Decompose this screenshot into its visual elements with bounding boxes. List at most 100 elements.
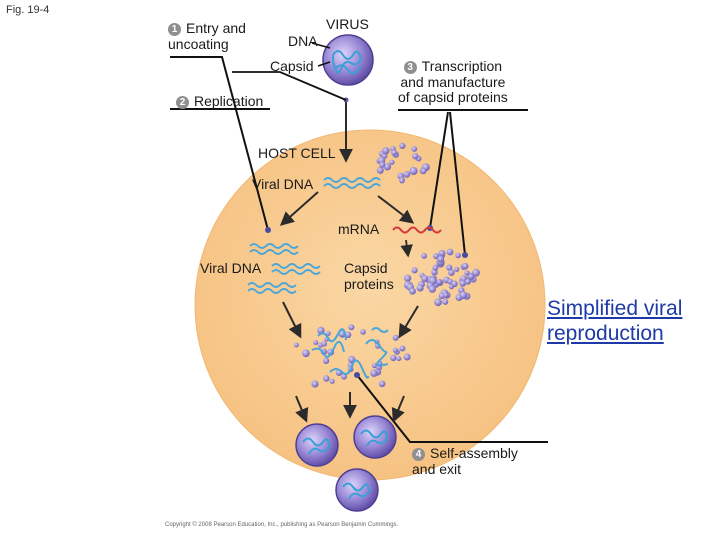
capsid-protein-cluster-top <box>376 142 430 184</box>
leader-line-dna <box>311 42 331 49</box>
mrna-label: mRNA <box>338 221 380 237</box>
capsomere-dot <box>420 168 427 175</box>
capsomere-dot <box>437 255 445 263</box>
copyright-notice: Copyright © 2008 Pearson Education, Inc.… <box>165 522 399 528</box>
mrna-strand <box>392 226 442 234</box>
capsomere-dot <box>434 298 442 307</box>
released-virion-1 <box>295 423 339 467</box>
arrow-mrna-to-proteins <box>400 239 413 258</box>
capsomere-dot <box>325 331 331 336</box>
leader-line-capsid <box>232 71 347 101</box>
capsomere-dot <box>403 353 411 361</box>
capsomere-dot <box>433 253 440 260</box>
capsomere-dot <box>446 248 454 256</box>
figure-label: Fig. 19-4 <box>6 4 50 16</box>
capsomere-dot <box>294 342 299 348</box>
capsomere-dot <box>464 278 471 285</box>
capsid-protein-cluster <box>403 248 480 307</box>
capsomere-dot <box>360 329 366 335</box>
capsomere-dot <box>438 249 446 257</box>
leader-line-4 <box>356 374 548 443</box>
capsomere-dot <box>409 287 416 295</box>
leader-dot-3b <box>462 252 468 258</box>
capsomere-dot <box>371 363 377 369</box>
arrow-dna-to-assembly <box>282 301 302 339</box>
capsid-label: Capsid <box>270 58 314 74</box>
leader-dot-4 <box>354 372 360 378</box>
viral-dna-copies <box>247 243 321 294</box>
step-1-badge: 1 <box>168 23 181 36</box>
leader-line-1 <box>170 56 269 231</box>
capsomere-dot <box>468 273 475 280</box>
released-virion-2 <box>353 415 397 459</box>
capsomere-dot <box>411 146 418 152</box>
capsomere-dot <box>389 159 395 165</box>
capsomere-dot <box>329 378 335 384</box>
step-2-badge: 2 <box>176 96 189 109</box>
host-cell-label: HOST CELL <box>258 145 336 161</box>
capsomere-dot <box>459 280 467 287</box>
capsomere-dot <box>313 340 319 345</box>
arrow-to-mrna <box>377 195 415 224</box>
capsomere-dot <box>390 354 397 362</box>
virus-particle <box>322 34 374 86</box>
capsomere-dot <box>323 357 330 364</box>
capsomere-dot <box>383 163 392 171</box>
capsomere-dot <box>455 252 461 259</box>
capsomere-dot <box>321 341 328 347</box>
capsomere-dot <box>370 369 378 377</box>
capsomere-dot <box>323 375 330 382</box>
arrow-proteins-to-assembly <box>398 305 419 339</box>
capsomere-dot <box>462 262 469 270</box>
capsomere-dot <box>382 147 390 155</box>
capsomere-dot <box>431 269 438 276</box>
viral-dna-label-left: Viral DNA <box>200 260 262 276</box>
capsomere-dot <box>411 267 418 274</box>
capsomere-dot <box>451 280 458 288</box>
dna-label: DNA <box>288 33 318 49</box>
capsomere-dot <box>392 334 399 341</box>
capsomere-dot <box>378 380 386 388</box>
capsomere-dot <box>391 149 397 156</box>
capsomere-dot <box>399 177 405 184</box>
leader-line-capsid-short <box>317 61 331 67</box>
leader-line-3b <box>449 111 466 256</box>
capsomere-dot <box>392 347 398 353</box>
viral-dna-strand-top <box>323 177 381 189</box>
virus-label: VIRUS <box>326 16 369 32</box>
capsomere-dot <box>403 171 411 178</box>
capsomere-dot <box>464 270 470 276</box>
assembling-dna <box>311 327 389 379</box>
capsomere-dot <box>399 345 406 352</box>
leader-dot-1 <box>265 227 271 233</box>
step-3-badge: 3 <box>403 61 417 74</box>
diagram-title-link[interactable]: Simplified viral reproduction <box>547 297 683 346</box>
released-virion-3 <box>335 468 379 512</box>
capsomere-dot <box>448 269 455 276</box>
capsomere-dot <box>348 324 355 331</box>
capsomere-dot <box>442 298 449 305</box>
capsomere-dot <box>428 285 436 293</box>
capsomere-dot <box>302 349 310 358</box>
capsomere-dot <box>472 268 480 277</box>
leader-line-3a <box>429 111 449 229</box>
capsomere-dot <box>432 264 439 271</box>
capsomere-dot <box>446 264 453 271</box>
capsomere-dot <box>412 153 419 160</box>
viral-dna-label-top: Viral DNA <box>252 176 314 192</box>
capsomere-dot <box>443 292 449 298</box>
arrow-exit-right <box>391 395 405 423</box>
step-4-badge: 4 <box>412 448 425 461</box>
capsomere-dot <box>341 373 347 380</box>
capsomere-dot <box>317 326 325 335</box>
arrow-to-replication <box>279 191 319 226</box>
capsomere-dot <box>416 284 424 292</box>
capsomere-dot <box>409 167 418 175</box>
capsomere-dot <box>421 275 429 283</box>
capsomere-dot <box>399 142 406 149</box>
